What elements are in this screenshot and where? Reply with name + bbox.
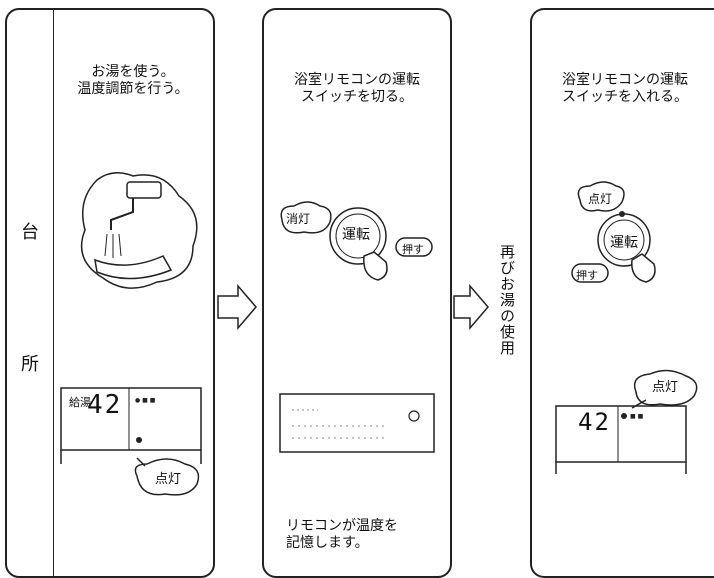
panel2-caption: 浴室リモコンの運転 スイッチを切る。 xyxy=(294,72,420,105)
kitchen-panel: 台 所 お湯を使う。 温度調節を行う。 ● ■ ■ 給湯 42 点灯 xyxy=(5,8,215,578)
off-label: 消灯 xyxy=(286,212,311,226)
display-temp: 42 xyxy=(87,390,123,420)
indicator-label: 点灯 xyxy=(155,472,182,487)
press-label: 押す xyxy=(576,269,598,282)
press-label: 押す xyxy=(402,243,424,256)
display-label-small: 給湯 xyxy=(69,396,91,409)
lit-bubble xyxy=(631,369,698,409)
panel3-caption: 浴室リモコンの運転 スイッチを入れる。 xyxy=(562,72,688,105)
reuse-vertical-text: 再びお湯の使用 xyxy=(498,244,516,356)
panel1-caption: お湯を使う。 温度調節を行う。 xyxy=(77,64,189,97)
remote-display-on: ■ ■ xyxy=(555,405,687,474)
drive-button: 運転 xyxy=(610,235,638,251)
bathroom-panel-on: 浴室リモコンの運転 スイッチを入れる。 点灯 運転 押す 点灯 ■ ■ 42 xyxy=(530,8,714,578)
remote-display-off xyxy=(279,393,435,453)
arrow-right-icon xyxy=(217,283,257,331)
svg-text:● ■ ■: ● ■ ■ xyxy=(135,397,156,404)
bathroom-panel-off: 浴室リモコンの運転 スイッチを切る。 消灯 運転 押す リモコンが温度を 記憶し… xyxy=(262,8,452,578)
svg-text:■ ■: ■ ■ xyxy=(630,413,644,420)
indicator-bubble xyxy=(134,457,200,496)
panel2-bottom-caption: リモコンが温度を 記憶します。 xyxy=(286,518,398,551)
display-lit-label: 点灯 xyxy=(652,380,679,395)
switch-on-illustration xyxy=(571,181,656,283)
display-temp: 42 xyxy=(578,408,611,436)
lit-label: 点灯 xyxy=(588,192,613,206)
side-label-bottom: 所 xyxy=(21,354,39,375)
arrow-right-icon xyxy=(453,283,489,331)
side-label-top: 台 xyxy=(21,222,39,243)
panel-divider xyxy=(53,10,54,576)
switch-off-illustration xyxy=(280,201,433,281)
drive-button: 運転 xyxy=(342,227,370,243)
faucet-illustration xyxy=(80,172,198,289)
kitchen-remote-display: ● ■ ■ xyxy=(60,387,202,464)
